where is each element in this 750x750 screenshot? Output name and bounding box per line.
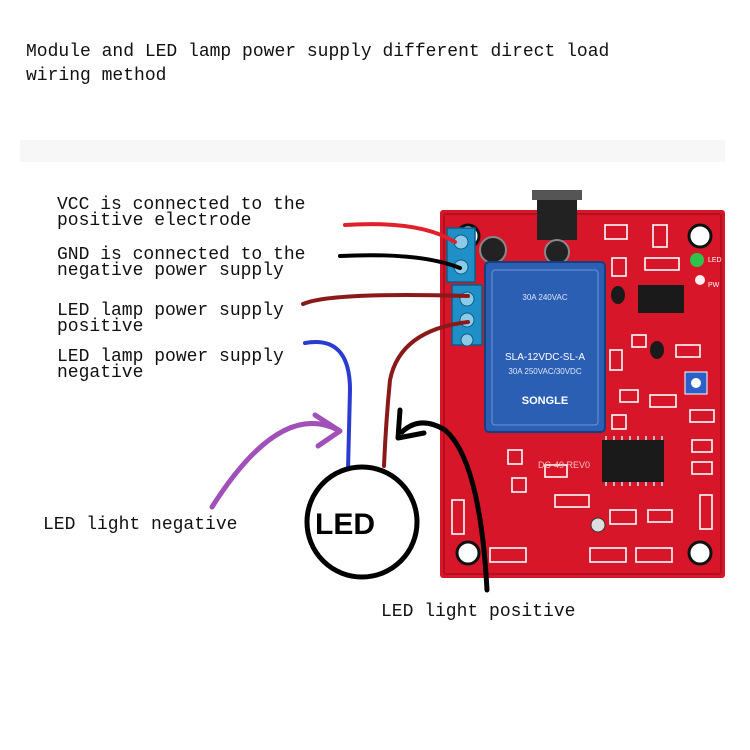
terminal-block-power: [446, 227, 476, 283]
label-led-light-negative: LED light negative: [43, 515, 238, 535]
arrowhead-purple: [312, 412, 343, 449]
smd-pads: [451, 224, 715, 563]
label-led-light-positive: LED light positive: [381, 602, 576, 622]
capacitor: [544, 239, 570, 265]
mount-hole: [687, 223, 713, 249]
relay-module-board: 30A 240VAC SLA-12VDC-SL-A 30A 250VAC/30V…: [440, 190, 725, 578]
led-indicator-green: [690, 253, 704, 267]
capacitor: [479, 236, 507, 264]
led-indicator-pw: [695, 275, 705, 285]
ic-chip-large: [602, 440, 664, 482]
arrow-led-light-negative: [209, 420, 341, 510]
label-gnd: GND is connected to the negative power s…: [57, 245, 306, 281]
wire-led-supply-negative: [303, 340, 353, 472]
relay-brand-text: SONGLE: [522, 395, 568, 407]
transistor: [650, 341, 664, 359]
led-indicator-small: [590, 517, 606, 533]
wire-gnd-black: [338, 253, 462, 270]
page-title: Module and LED lamp power supply differe…: [26, 42, 610, 86]
pw-silkscreen-label: PW: [708, 282, 720, 289]
arrow-led-light-positive: [399, 420, 490, 593]
voltage-regulator: [537, 195, 577, 240]
transistor: [611, 286, 625, 304]
label-led-lamp-supply-positive: LED lamp power supply positive: [57, 301, 284, 337]
wire-vcc-red: [343, 222, 457, 244]
watermark-band: [20, 140, 725, 162]
relay-rating-text: 30A 240VAC: [522, 293, 567, 302]
mount-hole: [687, 540, 713, 566]
wire-led-supply-positive: [301, 293, 470, 306]
label-vcc: VCC is connected to the positive electro…: [57, 195, 306, 231]
led-lamp-symbol: [304, 464, 420, 580]
led-silkscreen-label: LED: [708, 257, 722, 264]
ic-chip: [638, 285, 684, 313]
relay-spec-text: 30A 250VAC/30VDC: [508, 367, 581, 376]
relay-model-text: SLA-12VDC-SL-A: [505, 352, 585, 363]
relay: 30A 240VAC SLA-12VDC-SL-A 30A 250VAC/30V…: [484, 261, 606, 433]
wire-led-light-positive: [382, 320, 470, 468]
mount-hole: [455, 540, 481, 566]
arrowhead-black: [395, 407, 427, 441]
led-lamp-label: LED: [315, 508, 375, 541]
label-led-lamp-supply-negative: LED lamp power supply negative: [57, 347, 284, 383]
board-revision-text: DC-49 REV0: [538, 460, 590, 470]
